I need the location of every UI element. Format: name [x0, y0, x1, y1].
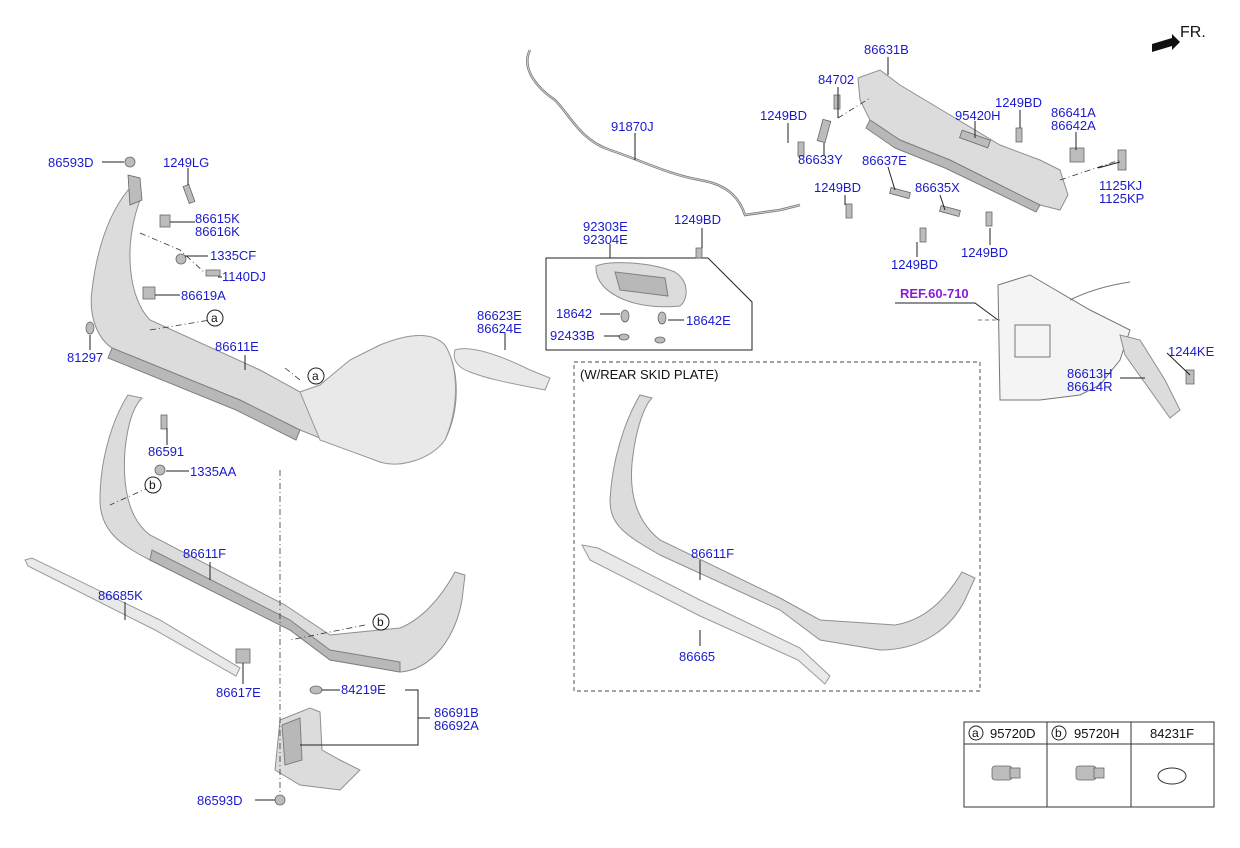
part-label-86593D-top[interactable]: 86593D — [48, 155, 94, 170]
part-label-86665[interactable]: 86665 — [679, 649, 715, 664]
part-label-86631B[interactable]: 86631B — [864, 42, 909, 57]
bumper-beam-bracket — [797, 69, 1127, 243]
legend-part-84231F: 84231F — [1150, 726, 1194, 741]
part-label-86692A[interactable]: 86692A — [434, 718, 479, 733]
legend-col-a: a 95720D — [968, 725, 1036, 781]
part-label-86637E[interactable]: 86637E — [862, 153, 907, 168]
callout-b-2: b — [372, 613, 390, 631]
rear-body-panel-reference — [997, 274, 1195, 419]
rear-lamp-group — [545, 247, 753, 351]
callout-a-1: a — [206, 309, 224, 327]
part-label-95420H[interactable]: 95420H — [955, 108, 1001, 123]
part-label-1335CF[interactable]: 1335CF — [210, 248, 256, 263]
part-label-1249BD-c[interactable]: 1249BD — [814, 180, 861, 195]
grommet-icon — [1157, 767, 1187, 785]
legend-col-c: 84231F — [1150, 726, 1194, 785]
part-label-92433B[interactable]: 92433B — [550, 328, 595, 343]
part-label-86593D-bottom[interactable]: 86593D — [197, 793, 243, 808]
part-label-91870J[interactable]: 91870J — [611, 119, 654, 134]
part-label-86619A[interactable]: 86619A — [181, 288, 226, 303]
part-label-1249BD-b[interactable]: 1249BD — [995, 95, 1042, 110]
part-label-86635X[interactable]: 86635X — [915, 180, 960, 195]
part-label-1140DJ[interactable]: 1140DJ — [222, 269, 266, 284]
fr-label: FR. — [1180, 24, 1206, 41]
part-label-86615K[interactable]: 86615K — [195, 211, 240, 226]
part-label-18642E[interactable]: 18642E — [686, 313, 731, 328]
leader-lines — [89, 57, 1191, 801]
svg-text:a: a — [312, 369, 319, 383]
part-label-1249BD-e[interactable]: 1249BD — [961, 245, 1008, 260]
part-label-86624E[interactable]: 86624E — [477, 321, 522, 336]
part-label-86617E[interactable]: 86617E — [216, 685, 261, 700]
part-label-92304E[interactable]: 92304E — [583, 232, 628, 247]
part-label-1125KJ[interactable]: 1125KJ — [1099, 178, 1142, 193]
part-label-1249BD-d[interactable]: 1249BD — [891, 257, 938, 272]
skid-plate-group — [573, 361, 981, 692]
part-label-84702[interactable]: 84702 — [818, 72, 854, 87]
part-label-84219E[interactable]: 84219E — [341, 682, 386, 697]
bumper-lower-left — [99, 394, 466, 673]
mud-guard — [274, 707, 361, 791]
part-label-1249LG[interactable]: 1249LG — [163, 155, 209, 170]
bumper-cover-upper — [90, 174, 457, 465]
part-label-1249BD-lamp[interactable]: 1249BD — [674, 212, 721, 227]
svg-text:a: a — [211, 311, 218, 325]
part-label-86611F-left[interactable]: 86611F — [183, 546, 226, 561]
part-label-86641A[interactable]: 86641A — [1051, 105, 1096, 120]
callout-a-2: a — [307, 367, 325, 385]
wiring-harness-outline — [526, 49, 801, 216]
part-label-1125KP[interactable]: 1125KP — [1099, 191, 1144, 206]
callout-b-1: b — [144, 476, 162, 494]
part-label-81297[interactable]: 81297 — [67, 350, 103, 365]
wiring-harness — [526, 49, 801, 217]
reflex-reflector-bezel — [453, 348, 551, 391]
part-label-86611E[interactable]: 86611E — [215, 339, 259, 354]
part-label-86613H[interactable]: 86613H — [1067, 366, 1113, 381]
legend-col-b: b 95720H — [1051, 725, 1120, 781]
part-label-1335AA[interactable]: 1335AA — [190, 464, 237, 479]
left-fasteners — [85, 156, 323, 806]
part-label-86633Y[interactable]: 86633Y — [798, 152, 843, 167]
part-label-86691B[interactable]: 86691B — [434, 705, 479, 720]
front-direction-indicator: FR. — [1152, 24, 1206, 52]
legend-table: a 95720D b 95720H 84231F — [963, 721, 1215, 808]
part-label-86614R[interactable]: 86614R — [1067, 379, 1113, 394]
part-label-1244KE[interactable]: 1244KE — [1168, 344, 1215, 359]
sensor-icon — [1075, 765, 1105, 781]
part-label-86623E[interactable]: 86623E — [477, 308, 522, 323]
part-label-86616K[interactable]: 86616K — [195, 224, 240, 239]
assembly-lines — [109, 97, 1121, 795]
svg-text:a: a — [972, 726, 979, 740]
svg-text:b: b — [377, 615, 384, 629]
part-label-86642A[interactable]: 86642A — [1051, 118, 1096, 133]
part-label-18642[interactable]: 18642 — [556, 306, 592, 321]
part-label-92303E[interactable]: 92303E — [583, 219, 628, 234]
part-label-1249BD-a[interactable]: 1249BD — [760, 108, 807, 123]
part-label-86611F-right[interactable]: 86611F — [691, 546, 734, 561]
sensor-icon — [991, 765, 1021, 781]
front-arrow-icon — [1152, 34, 1180, 52]
reference-label-60-710[interactable]: REF.60-710 — [900, 286, 969, 301]
svg-text:b: b — [149, 478, 156, 492]
molding-strip — [24, 557, 241, 677]
legend-part-95720H: 95720H — [1074, 726, 1120, 741]
part-label-86591[interactable]: 86591 — [148, 444, 184, 459]
skid-plate-caption: (W/REAR SKID PLATE) — [580, 367, 718, 382]
legend-part-95720D: 95720D — [990, 726, 1036, 741]
part-label-86685K[interactable]: 86685K — [98, 588, 143, 603]
svg-text:b: b — [1055, 726, 1062, 740]
